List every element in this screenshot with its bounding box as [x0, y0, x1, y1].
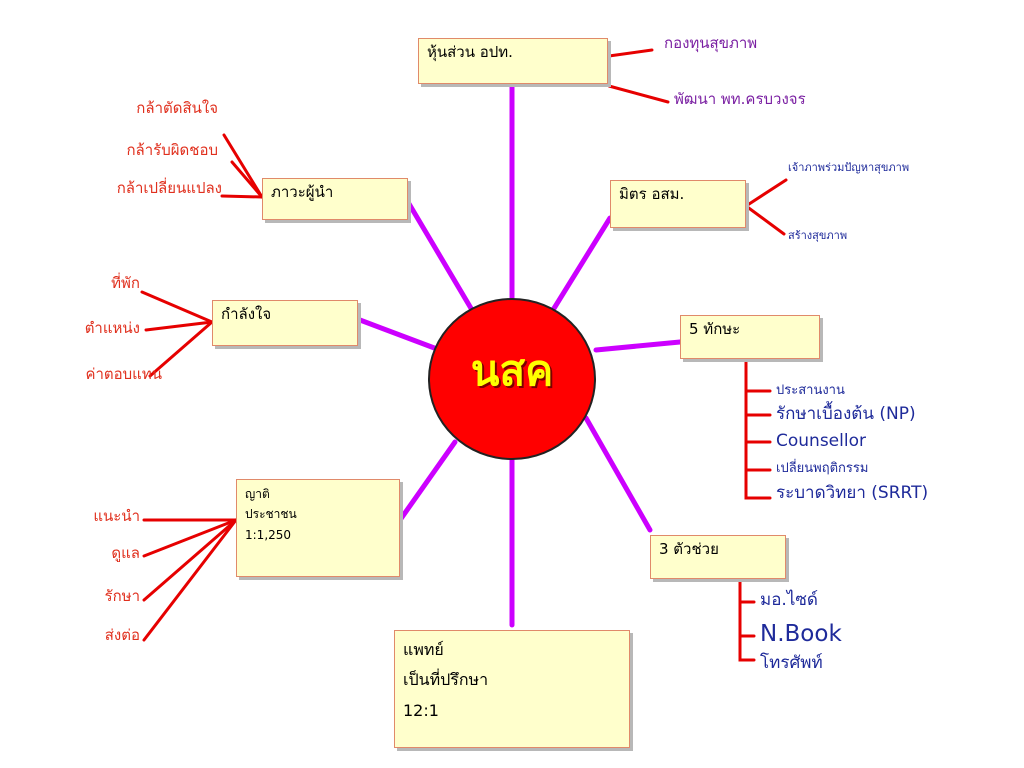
branch-line-friends-1 [744, 204, 786, 236]
node-leadership-label: ภาวะผู้นำ [271, 183, 334, 201]
branch-morale-2: ค่าตอบแทน [85, 365, 162, 383]
spoke-skills [593, 339, 683, 353]
branch-helpers-2: โทรศัพท์ [760, 653, 823, 673]
branch-line-leadership-0 [222, 133, 264, 199]
node-partners-label: หุ้นส่วน อปท. [427, 43, 513, 61]
branch-morale-0: ที่พัก [111, 274, 140, 292]
node-skills-label: 5 ทักษะ [689, 320, 741, 338]
node-friends-label: มิตร อสม. [619, 185, 685, 203]
branch-line-partners-0 [607, 48, 654, 58]
branch-line-leadership-1 [230, 160, 264, 199]
branch-skills-3: เปลี่ยนพฤติกรรม [776, 461, 869, 476]
node-doctor-line-0: แพทย์ [403, 640, 444, 659]
branch-partners-0: กองทุนสุขภาพ [664, 34, 758, 52]
node-partners: หุ้นส่วน อปท. [418, 38, 608, 84]
node-relatives: ญาติ ประชาชน 1:1,250 [236, 479, 400, 577]
branch-leadership-0: กล้าตัดสินใจ [136, 99, 218, 117]
node-helpers: 3 ตัวช่วย [650, 535, 786, 579]
branch-helpers-0: มอ.ไซด์ [760, 590, 818, 610]
branch-relatives-0: แนะนำ [93, 507, 140, 525]
branch-line-skills-spine [744, 360, 772, 500]
node-skills: 5 ทักษะ [680, 315, 820, 359]
node-doctor: แพทย์ เป็นที่ปรึกษา 12:1 [394, 630, 630, 748]
hub-circle [428, 298, 596, 460]
branch-leadership-2: กล้าเปลี่ยนแปลง [116, 179, 222, 197]
spoke-morale [357, 317, 440, 352]
branch-skills-1: รักษาเบื้องต้น (NP) [776, 404, 916, 424]
branch-line-morale-0 [140, 290, 214, 324]
node-morale: กำลังใจ [212, 300, 358, 346]
branch-relatives-3: ส่งต่อ [104, 626, 140, 644]
branch-relatives-2: รักษา [104, 587, 140, 605]
branch-line-leadership-2 [220, 194, 264, 199]
spoke-helpers [583, 415, 653, 533]
spoke-friends [550, 215, 613, 313]
branch-skills-4: ระบาดวิทยา (SRRT) [776, 483, 929, 503]
node-leadership: ภาวะผู้นำ [262, 178, 408, 220]
spoke-relatives [397, 439, 458, 523]
branch-friends-0: เจ้าภาพร่วมปัญหาสุขภาพ [788, 161, 910, 174]
node-doctor-line-1: เป็นที่ปรึกษา [403, 670, 489, 690]
spoke-leadership [402, 194, 475, 313]
branch-skills-2: Counsellor [776, 431, 866, 451]
branch-line-morale-1 [144, 320, 214, 332]
branch-morale-1: ตำแหน่ง [84, 319, 140, 337]
branch-line-partners-1 [607, 84, 670, 104]
branch-line-relatives-3 [142, 518, 238, 642]
branch-skills-0: ประสานงาน [776, 383, 845, 398]
node-relatives-line-1: ประชาชน [245, 507, 297, 522]
branch-partners-1: พัฒนา พท.ครบวงจร [674, 90, 806, 108]
node-relatives-line-2: 1:1,250 [245, 527, 292, 542]
branch-line-morale-2 [148, 320, 214, 378]
branch-line-relatives-1 [142, 518, 238, 558]
branch-line-friends-0 [744, 178, 788, 208]
node-relatives-line-0: ญาติ [245, 487, 270, 501]
node-doctor-line-2: 12:1 [403, 700, 439, 720]
hub-label: นสค [470, 346, 554, 395]
branch-line-relatives-2 [142, 518, 238, 602]
branch-line-helpers-spine [738, 568, 756, 662]
branch-relatives-1: ดูแล [111, 544, 140, 562]
branch-helpers-1: N.Book [760, 621, 842, 647]
node-morale-label: กำลังใจ [221, 305, 272, 323]
branch-friends-1: สร้างสุขภาพ [788, 229, 848, 242]
branch-leadership-1: กล้ารับผิดชอบ [126, 141, 218, 159]
node-helpers-label: 3 ตัวช่วย [659, 540, 719, 558]
node-friends: มิตร อสม. [610, 180, 746, 228]
